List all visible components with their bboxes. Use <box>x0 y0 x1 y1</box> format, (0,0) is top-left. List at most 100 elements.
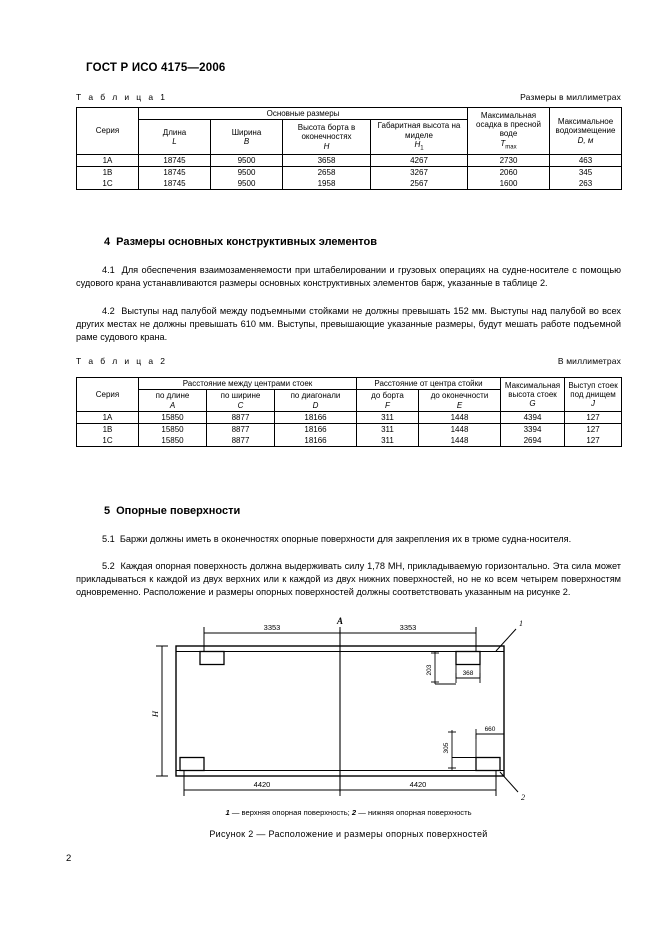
table2-cell-value: 127 <box>564 423 623 436</box>
table2-header-diagonal-symbol: D <box>312 400 319 410</box>
table1-header-side-height-symbol: H <box>323 141 330 151</box>
table1-header-row-1: Серия Основные размеры Максимальная осад… <box>76 106 622 155</box>
callout-2-leader <box>499 771 519 793</box>
paragraph-4-2: 4.2 Выступы над палубой между подъемными… <box>76 305 621 344</box>
table2-header-to-end-symbol: E <box>456 400 463 410</box>
table1-header-midship-height-label: Габаритная высота на миделе <box>377 121 461 140</box>
table1-caption-row: Т а б л и ц а 1 Размеры в миллиметрах <box>76 92 621 102</box>
section-4-title: Размеры основных конструктивных элементо… <box>116 236 378 248</box>
table1-cell-value: 2730 <box>467 153 550 167</box>
table2-cell-value: 2694 <box>500 435 566 448</box>
table2-header-group-between: Расстояние между центрами стоек <box>138 376 357 391</box>
figure-caption-label: Рисунок 2 <box>209 829 254 839</box>
table2-cell-series: 1А <box>76 411 139 425</box>
table1-header-width: Ширина B <box>210 119 283 155</box>
table-main-dimensions: Серия Основные размеры Максимальная осад… <box>76 106 622 190</box>
table1-cell-value: 9500 <box>210 153 283 167</box>
table2-cell-value: 127 <box>564 435 623 448</box>
table1-header-length-label: Длина <box>162 127 187 137</box>
figure-legend-mark-2: 2 <box>351 808 357 817</box>
table2-cell-value: 311 <box>356 435 419 448</box>
table1-header-series: Серия <box>76 107 139 155</box>
section-5-title: Опорные поверхности <box>116 505 241 517</box>
bearing-pad-upper-right <box>455 650 481 666</box>
table2-header-row-2: по длине A по ширине C по диагонали D до… <box>77 389 622 413</box>
paragraph-4-1: 4.1 Для обеспечения взаимозаменяемости п… <box>76 264 621 290</box>
table1-header-draft: Максимальная осадка в пресной воде Tmax <box>467 107 550 155</box>
table1-units-note: Размеры в миллиметрах <box>520 92 621 102</box>
figure-2-legend: 1 — верхняя опорная поверхность; 2 — ниж… <box>76 808 621 817</box>
table2-cell-value: 3394 <box>500 423 566 436</box>
table1-cell-value: 18745 <box>138 166 211 178</box>
paragraph-5-1-text: Баржи должны иметь в оконечностях опорны… <box>119 534 572 544</box>
table1-cell-value: 1958 <box>282 177 371 190</box>
table1-cell-series: 1А <box>76 153 139 167</box>
table2-header-along-length: по длине A <box>138 389 207 413</box>
table2-header-row-1: Серия Расстояние между центрами стоек Ра… <box>76 376 623 413</box>
figure-caption-text: Расположение и размеры опорных поверхнос… <box>268 829 488 839</box>
table2-cell-value: 15850 <box>138 411 207 425</box>
table2-cell-value: 1448 <box>417 423 502 436</box>
section-4-number: 4 <box>104 236 111 248</box>
table1-header-width-symbol: B <box>243 137 250 147</box>
table1-caption: Т а б л и ц а 1 <box>76 92 168 102</box>
table2-cell-series: 1В <box>76 423 139 436</box>
table-row: 1С 18745 9500 1958 2567 1600 263 <box>76 177 622 190</box>
dim-bottom-right-label: 4420 <box>410 780 427 789</box>
table1-header-draft-symbol: T <box>500 138 506 148</box>
table2-cell-value: 15850 <box>138 435 207 448</box>
document-header: ГОСТ Р ИСО 4175—2006 <box>86 62 226 74</box>
table2-header-to-end: до оконечности E <box>417 389 502 413</box>
table1-cell-value: 2658 <box>282 166 371 178</box>
table2-cell-value: 18166 <box>274 411 357 425</box>
section-5-heading: 5 Опорные поверхности <box>104 505 240 517</box>
table1-cell-value: 1600 <box>467 177 550 190</box>
table-row: 1В 18745 9500 2658 3267 2060 345 <box>76 166 622 178</box>
table1-header-length: Длина L <box>138 119 211 155</box>
bearing-pad-lower-right <box>475 756 501 772</box>
figure-2-caption: Рисунок 2 — Расположение и размеры опорн… <box>76 829 621 839</box>
table1-header-draft-sub: max <box>505 144 517 151</box>
table1-cell-value: 9500 <box>210 166 283 178</box>
paragraph-5-2-text: Каждая опорная поверхность должна выдерж… <box>76 561 621 598</box>
table2-header-max-height-symbol: G <box>529 399 536 409</box>
barge-elevation-svg: A 3353 3353 4420 4420 H <box>150 616 525 802</box>
table2-header-to-end-label: до оконечности <box>430 391 489 401</box>
paragraph-5-2: 5.2 Каждая опорная поверхность должна вы… <box>76 560 621 599</box>
table2-cell-value: 8877 <box>206 411 275 425</box>
table1-header-draft-label: Максимальная осадка в пресной воде <box>476 110 541 139</box>
table1-cell-value: 4267 <box>370 153 468 167</box>
table2-header-along-width-label: по ширине <box>220 391 261 401</box>
table2-cell-value: 1448 <box>417 411 502 425</box>
table2-header-to-side-symbol: F <box>385 400 390 410</box>
figure-legend-text-1: — верхняя опорная поверхность; <box>231 808 350 817</box>
figure-legend-text-2: — нижняя опорная поверхность <box>358 808 472 817</box>
table2-cell-value: 18166 <box>274 435 357 448</box>
figure-legend-mark-1: 1 <box>225 808 230 817</box>
dim-lower-horizontal-label: 660 <box>485 726 496 733</box>
page-number: 2 <box>66 853 72 864</box>
table2-header-series: Серия <box>76 376 139 413</box>
table1-cell-value: 9500 <box>210 177 283 190</box>
table1-header-displacement-symbol: D, м <box>577 135 594 145</box>
table1-cell-value: 263 <box>549 177 622 190</box>
table2-header-group-from: Расстояние от центра стойки <box>355 376 502 391</box>
section-5-number: 5 <box>104 505 111 517</box>
callout-label-1: 1 <box>519 619 523 628</box>
paragraph-5-1-number: 5.1 <box>102 534 115 544</box>
table2-header-protrusion-label: Выступ стоек под днищем <box>568 380 618 399</box>
table1-header-side-height: Высота борта в оконечностях H <box>282 119 371 155</box>
dim-lower-vertical-label: 305 <box>443 742 450 753</box>
table1-cell-value: 3658 <box>282 153 371 167</box>
table2-header-protrusion-symbol: J <box>591 399 596 409</box>
table2-header-protrusion: Выступ стоек под днищем J <box>564 376 623 413</box>
table2-header-to-side-label: до борта <box>371 391 404 401</box>
table1-cell-value: 3267 <box>370 166 468 178</box>
table-row: 1А 15850 8877 18166 311 1448 4394 127 <box>76 411 623 425</box>
table2-header-max-height: Максимальная высота стоек G <box>500 376 566 413</box>
table1-cell-value: 2060 <box>467 166 550 178</box>
table2-header-along-length-symbol: A <box>169 400 176 410</box>
table2-cell-value: 15850 <box>138 423 207 436</box>
table2-cell-value: 1448 <box>417 435 502 448</box>
